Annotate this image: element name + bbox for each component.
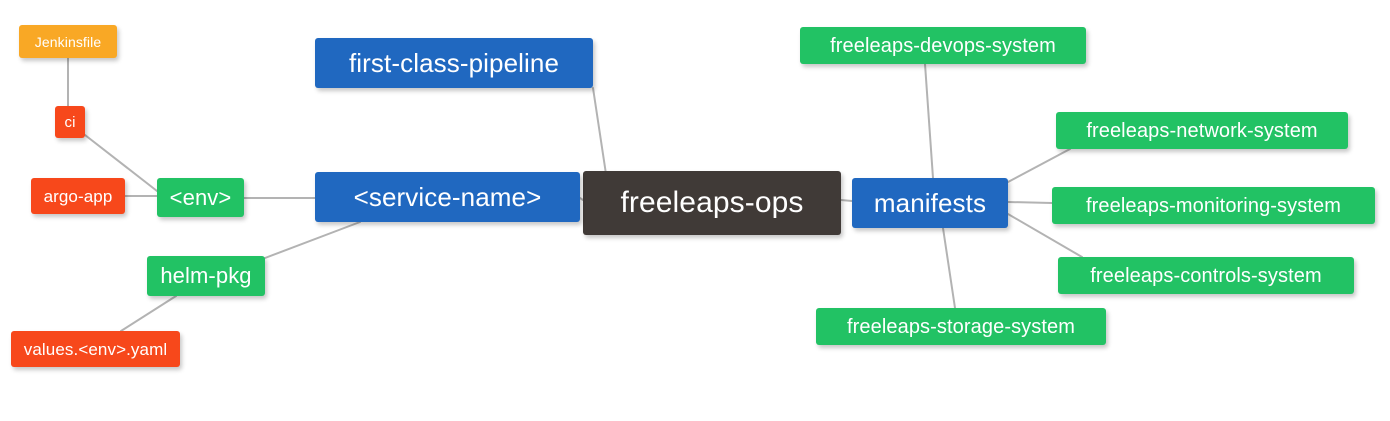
edge-manifests-to-freeleaps-storage-system	[942, 227, 956, 309]
node-label-Jenkinsfile: Jenkinsfile	[34, 33, 102, 50]
node-freeleaps-network-system[interactable]: freeleaps-network-system	[1056, 112, 1348, 149]
node-first-class-pipeline[interactable]: first-class-pipeline	[315, 38, 593, 88]
node-label-ci: ci	[64, 113, 76, 131]
node-Jenkinsfile[interactable]: Jenkinsfile	[19, 25, 117, 58]
node-helm-pkg[interactable]: helm-pkg	[147, 256, 265, 296]
edge-manifests-to-freeleaps-devops-system	[924, 63, 934, 179]
node-label-freeleaps-storage-system: freeleaps-storage-system	[846, 315, 1076, 338]
node-env[interactable]: <env>	[157, 178, 244, 217]
node-label-freeleaps-devops-system: freeleaps-devops-system	[830, 34, 1056, 57]
edge-freeleaps-ops-to-manifests	[840, 199, 853, 202]
edge-manifests-to-freeleaps-network-system	[1007, 148, 1071, 183]
node-argo-app[interactable]: argo-app	[31, 178, 125, 214]
node-freeleaps-devops-system[interactable]: freeleaps-devops-system	[800, 27, 1086, 64]
node-label-values-env-yaml: values.<env>.yaml	[23, 339, 168, 359]
node-ci[interactable]: ci	[55, 106, 85, 138]
node-label-service-name: <service-name>	[353, 182, 542, 212]
node-freeleaps-controls-system[interactable]: freeleaps-controls-system	[1058, 257, 1354, 294]
node-label-freeleaps-ops: freeleaps-ops	[620, 186, 804, 219]
node-label-manifests: manifests	[873, 188, 987, 218]
node-freeleaps-monitoring-system[interactable]: freeleaps-monitoring-system	[1052, 187, 1375, 224]
node-label-freeleaps-controls-system: freeleaps-controls-system	[1090, 264, 1322, 287]
node-label-argo-app: argo-app	[43, 186, 113, 206]
edge-service-name-to-helm-pkg	[264, 221, 361, 259]
edge-manifests-to-freeleaps-monitoring-system	[1007, 201, 1053, 204]
node-freeleaps-ops[interactable]: freeleaps-ops	[583, 171, 841, 235]
node-freeleaps-storage-system[interactable]: freeleaps-storage-system	[816, 308, 1106, 345]
node-label-freeleaps-monitoring-system: freeleaps-monitoring-system	[1085, 194, 1341, 217]
node-label-freeleaps-network-system: freeleaps-network-system	[1086, 119, 1318, 142]
edge-freeleaps-ops-to-first-class-pipeline	[592, 87, 607, 175]
edge-helm-pkg-to-values-env-yaml	[120, 295, 177, 332]
node-manifests[interactable]: manifests	[852, 178, 1008, 228]
node-service-name[interactable]: <service-name>	[315, 172, 580, 222]
node-values-env-yaml[interactable]: values.<env>.yaml	[11, 331, 180, 367]
node-label-env: <env>	[169, 184, 232, 210]
node-label-helm-pkg: helm-pkg	[160, 263, 252, 288]
node-label-first-class-pipeline: first-class-pipeline	[348, 48, 560, 78]
